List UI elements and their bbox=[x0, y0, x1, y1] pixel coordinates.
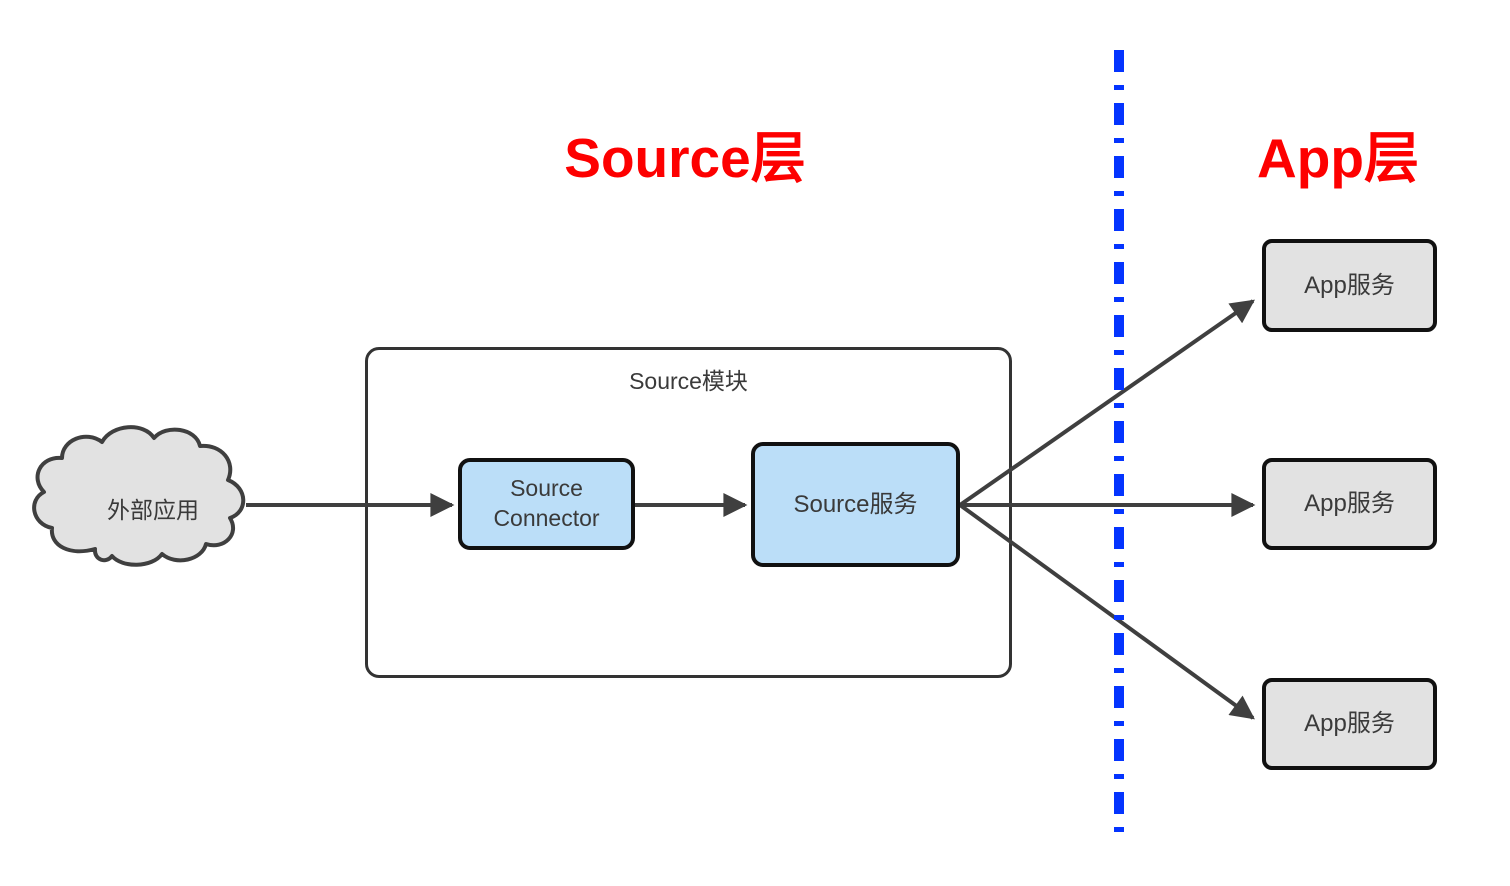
source-module-title: Source模块 bbox=[629, 368, 748, 394]
arrow-service-to-app-3 bbox=[958, 503, 1255, 720]
app-service-node-2: App服务 bbox=[1262, 458, 1437, 550]
app-service-node-3: App服务 bbox=[1262, 678, 1437, 770]
app-layer-title: App层 bbox=[1257, 127, 1419, 189]
external-app-label: 外部应用 bbox=[107, 497, 199, 523]
source-connector-node: Source Connector bbox=[458, 458, 635, 550]
source-service-node: Source服务 bbox=[751, 442, 960, 567]
source-layer-title: Source层 bbox=[564, 127, 806, 189]
arrow-service-to-app-1 bbox=[958, 299, 1255, 507]
app-service-node-1: App服务 bbox=[1262, 239, 1437, 332]
external-app-cloud bbox=[32, 425, 246, 567]
